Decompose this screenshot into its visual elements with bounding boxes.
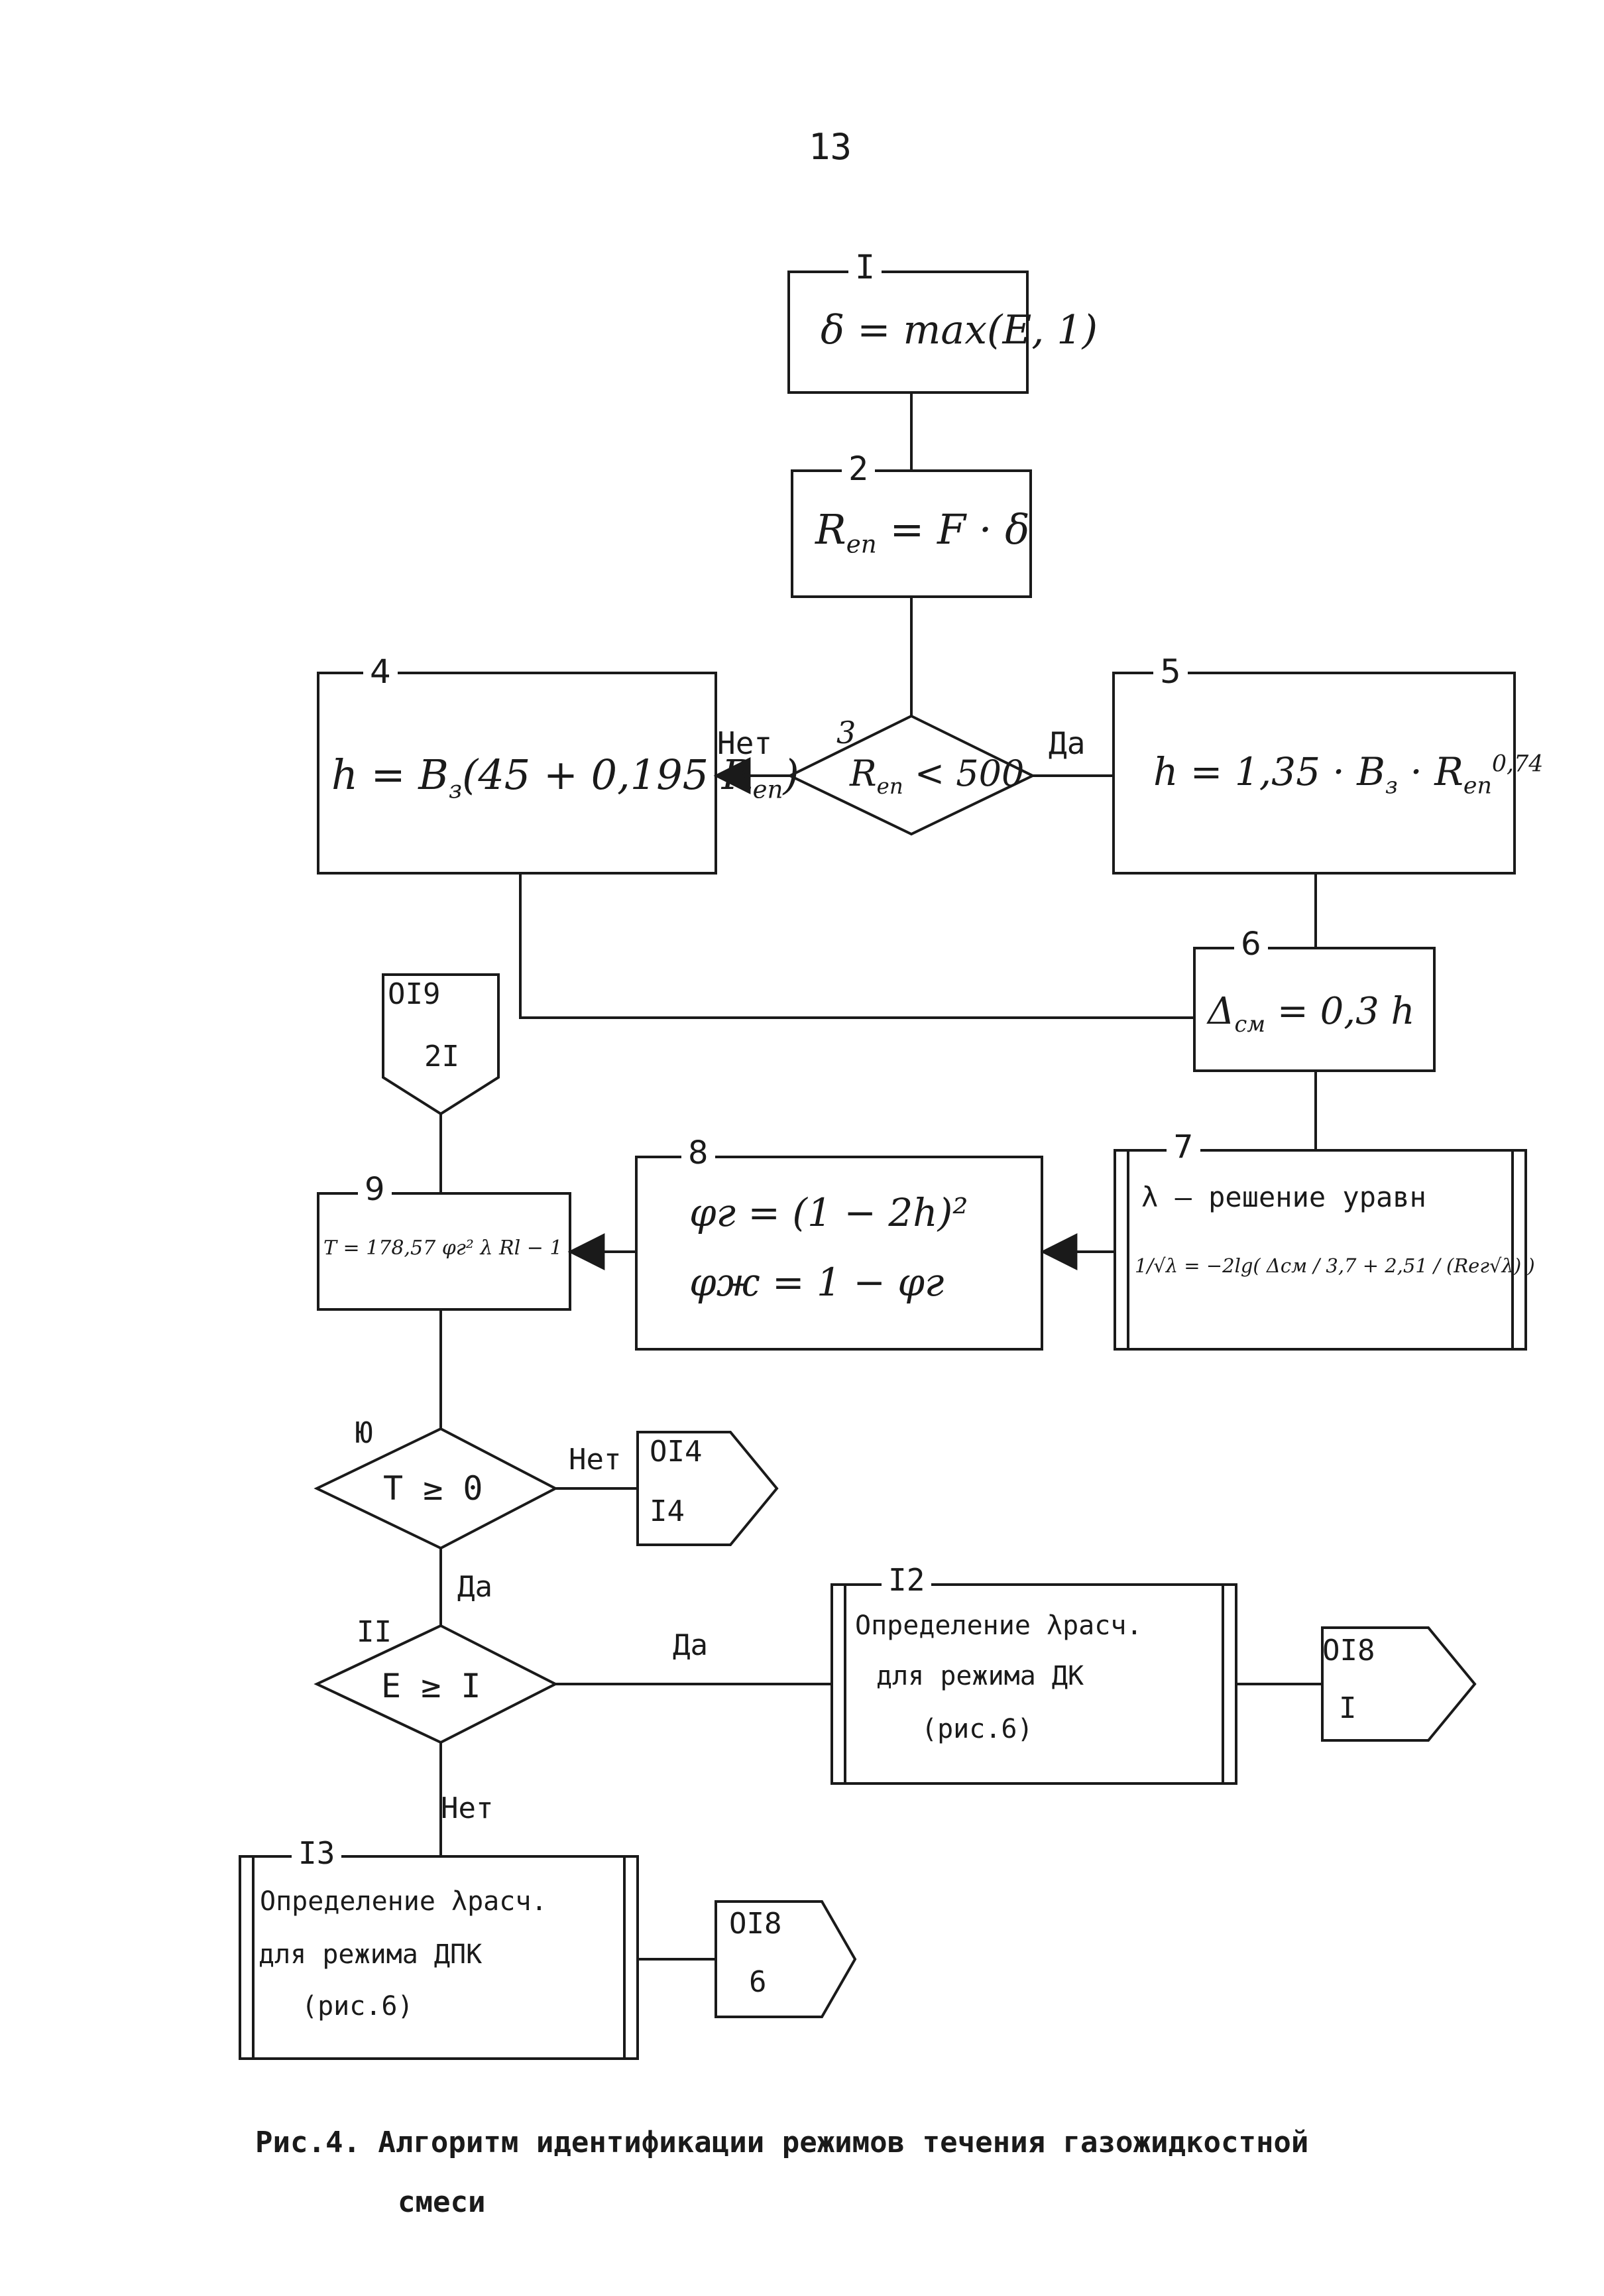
page-number: 13 [809, 126, 852, 168]
block-13-number: I3 [292, 1838, 342, 1868]
block-4-formula: h = Bз(45 + 0,195 Ren) [331, 755, 799, 802]
block-6-formula-pre: Δ [1208, 990, 1235, 1033]
connector-018a-frame [1321, 1626, 1477, 1742]
decision-11-yes-label: Да [673, 1628, 708, 1662]
connector-019-frame [382, 973, 500, 1116]
figure-caption-line-2: смеси [398, 2185, 486, 2219]
block-2-formula: Ren = F · δ [815, 509, 1030, 557]
decision-11-no-label: Нет [441, 1791, 494, 1825]
block-2-formula-main: R [815, 505, 846, 554]
block-5-formula-sup: 0,74 [1491, 751, 1544, 778]
decision-3-cond-main: R [850, 753, 877, 794]
block-4-formula-pre: h = B [331, 751, 449, 799]
block-7-number: 7 [1167, 1131, 1200, 1163]
block-4-formula-end: ) [783, 751, 799, 799]
block-1-frame [787, 271, 1029, 394]
decision-10-condition: T ≥ 0 [383, 1469, 483, 1508]
decision-3-yes-label: Да [1049, 725, 1086, 761]
decision-3-frame [787, 714, 1036, 836]
connector-014-top: OI4 [650, 1435, 703, 1469]
block-5-formula-pre: h = 1,35 · B [1153, 749, 1385, 794]
connector-014-bottom: I4 [650, 1494, 685, 1528]
block-1-number: I [848, 251, 882, 284]
block-6-formula-sub: см [1234, 1011, 1266, 1038]
block-8-frame [635, 1156, 1043, 1351]
block-7-frame [1114, 1149, 1527, 1351]
block-13-line-2: для режима ДПК [258, 1939, 483, 1970]
connector-019-top: OI9 [388, 977, 441, 1011]
decision-11-condition: E ≥ I [381, 1667, 481, 1705]
block-4-formula-pre-sub: з [448, 774, 463, 804]
block-13-line-3: (рис.6) [302, 1991, 414, 2022]
block-8-line-1: φг = (1 − 2h)² [689, 1190, 968, 1235]
block-12-line-2: для режима ДК [876, 1661, 1084, 1691]
decision-10-yes-label: Да [457, 1570, 492, 1604]
block-2-formula-sub: en [846, 529, 877, 559]
block-13-line-1: Определение λрасч. [260, 1886, 547, 1917]
connector-018b-frame [715, 1900, 857, 2018]
block-4-formula-sub: en [752, 774, 783, 804]
block-9-formula: T = 178,57 φг² λ Rl − 1 [323, 1237, 563, 1260]
block-5-number: 5 [1153, 655, 1188, 688]
block-12-number: I2 [882, 1565, 932, 1595]
block-12-line-3: (рис.6) [921, 1714, 1033, 1744]
connector-014-frame [636, 1431, 779, 1546]
block-13-frame [239, 1855, 639, 2060]
block-1-formula: δ = max(E, 1) [821, 307, 1098, 353]
block-12-line-1: Определение λрасч. [855, 1610, 1143, 1641]
block-9-frame [317, 1192, 571, 1311]
decision-11-number: II [357, 1615, 392, 1649]
block-6-formula-rest: = 0,3 h [1265, 990, 1415, 1033]
decision-3-cond-sub: en [876, 773, 903, 799]
figure-caption-line-1: Рис.4. Алгоритм идентификации режимов те… [255, 2126, 1309, 2159]
connector-018a-top: OI8 [1322, 1634, 1375, 1667]
block-6-number: 6 [1234, 928, 1268, 960]
block-4-number: 4 [363, 655, 398, 688]
connector-018b-bottom: 6 [749, 1965, 767, 1999]
block-4-frame [317, 672, 717, 875]
block-5-frame [1112, 672, 1516, 875]
decision-3-condition: Ren < 500 [850, 756, 1024, 797]
block-5-formula: h = 1,35 · Bз · Ren0,74 [1153, 753, 1543, 798]
link-4-6 [519, 873, 1194, 1019]
block-7-line-1: λ – решение уравн [1141, 1181, 1426, 1213]
connector-018a-bottom: I [1339, 1691, 1357, 1725]
block-5-formula-mid: · R [1397, 749, 1463, 794]
decision-3-number: 3 [836, 715, 856, 751]
decision-3-cond-rest: < 500 [903, 753, 1025, 794]
block-9-number: 9 [358, 1174, 392, 1205]
block-5-formula-sub: en [1463, 772, 1492, 800]
block-5-formula-pre-sub: з [1385, 772, 1398, 800]
connector-019-bottom: 2I [424, 1040, 459, 1073]
block-2-formula-rest: = F · δ [876, 505, 1030, 554]
block-2-number: 2 [842, 452, 876, 485]
block-7-line-2: 1/√λ = −2lg( Δсм / 3,7 + 2,51 / (Reг√λ) … [1135, 1254, 1535, 1277]
block-6-formula: Δсм = 0,3 h [1208, 993, 1415, 1036]
block-8-number: 8 [681, 1137, 715, 1169]
decision-10-number: Ю [355, 1416, 373, 1450]
decision-3-no-label: Нет [717, 725, 773, 761]
connector-018b-top: OI8 [729, 1907, 782, 1941]
decision-10-no-label: Нет [569, 1443, 622, 1477]
block-4-formula-mid: (45 + 0,195 R [462, 751, 753, 799]
block-8-line-2: φж = 1 − φг [689, 1260, 945, 1305]
